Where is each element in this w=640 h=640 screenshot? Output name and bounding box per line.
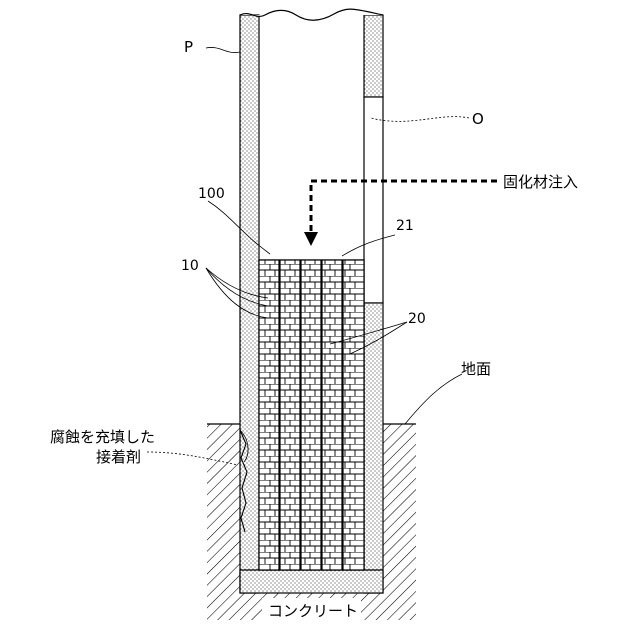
label-tubes: 10 — [181, 258, 199, 274]
label-adhesive-line2: 接着剤 — [96, 448, 141, 466]
label-bundle: 21 — [396, 218, 414, 234]
label-concrete: コンクリート — [268, 602, 358, 620]
injection-arrow — [304, 181, 497, 246]
label-adhesive-line1: 腐蝕を充填した — [50, 428, 155, 446]
label-assembly: 100 — [198, 186, 225, 202]
label-pipe: P — [184, 38, 193, 56]
tube-bundle — [259, 260, 364, 570]
label-filler: 20 — [408, 311, 426, 327]
label-inject: 固化材注入 — [503, 173, 578, 191]
label-opening: O — [472, 110, 484, 128]
label-ground: 地面 — [461, 360, 491, 378]
